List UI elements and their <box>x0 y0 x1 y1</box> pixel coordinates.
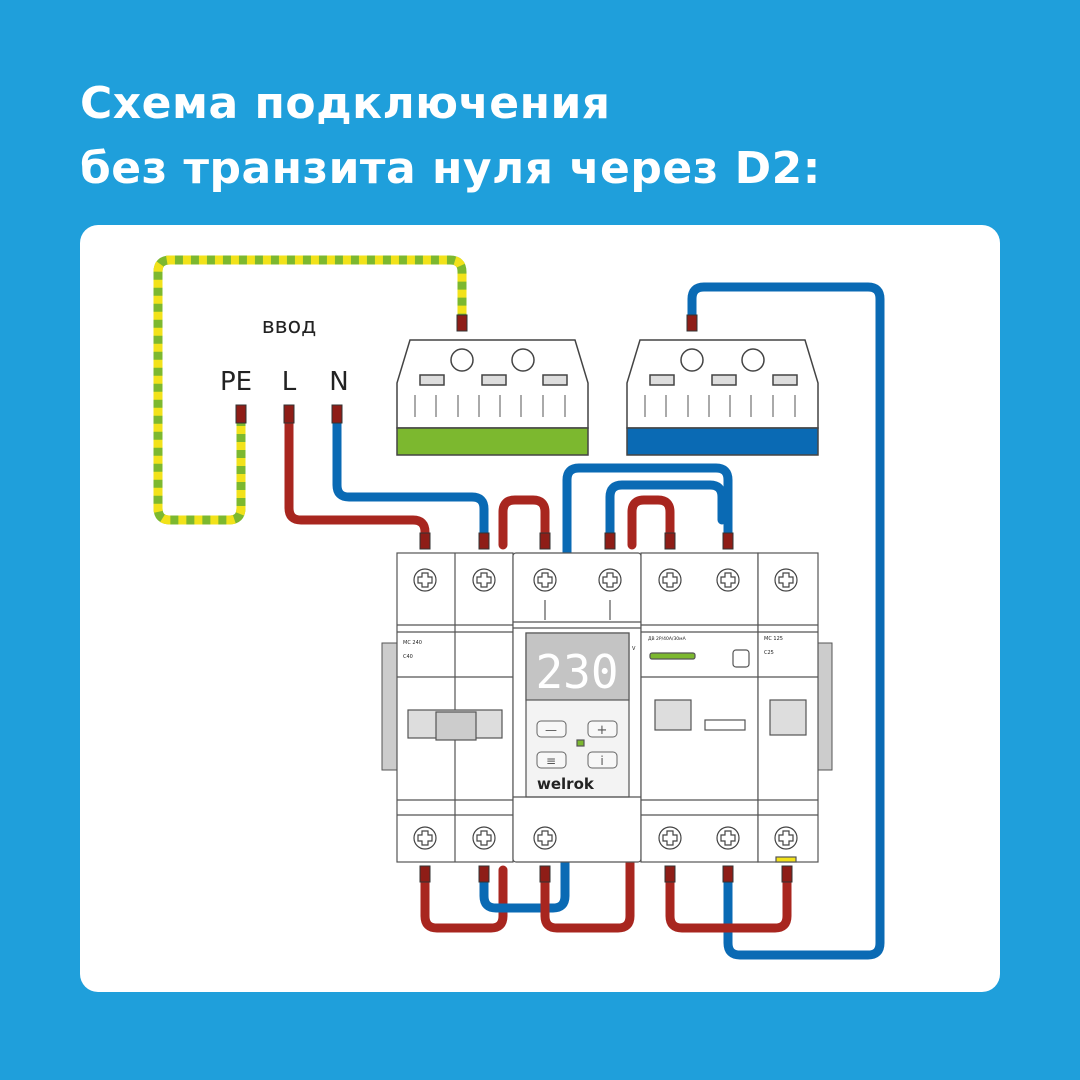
relay-unit: V <box>632 646 636 652</box>
terminal-screw-icon <box>774 826 798 850</box>
title-line-2: без транзита нуля через D2: <box>80 143 821 194</box>
jumper-red-2 <box>627 495 675 550</box>
terminal-screw-icon <box>533 826 557 850</box>
neutral-return <box>687 282 885 960</box>
minus-label: — <box>545 723 557 737</box>
l-label: L <box>282 367 297 397</box>
terminal-screw-icon <box>716 568 740 592</box>
jumper-blue-2 <box>605 480 727 550</box>
neutral-terminal-block <box>626 339 819 456</box>
breaker-left-rating: C40 <box>403 654 413 660</box>
relay-display: 230 <box>535 645 618 699</box>
minus-button[interactable] <box>536 720 567 738</box>
screw-slot-icon <box>720 572 736 588</box>
screw-slot-icon <box>476 830 492 846</box>
terminal-screw-icon <box>658 568 682 592</box>
bottom-blue-1 <box>479 857 570 913</box>
terminal-screw-icon <box>413 826 437 850</box>
bottom-red-3 <box>665 865 792 933</box>
screw-slot-icon <box>662 830 678 846</box>
jumper-blue-1 <box>562 463 733 558</box>
pe-label: PE <box>220 367 252 397</box>
screw-slot-icon <box>417 830 433 846</box>
screw-slot-icon <box>778 572 794 588</box>
n-wire <box>332 405 489 550</box>
terminal-screw-icon <box>533 568 557 592</box>
title-line-1: Схема подключения <box>80 78 611 129</box>
breaker-left-model: МС 240 <box>403 640 422 646</box>
terminal-screw-icon <box>413 568 437 592</box>
screw-slot-icon <box>476 572 492 588</box>
terminal-screw-icon <box>658 826 682 850</box>
breaker-right <box>757 552 819 863</box>
pe-wire-stripes <box>153 255 467 525</box>
breaker-left <box>396 552 514 863</box>
rcd <box>640 552 759 863</box>
rcd-model: ДВ 2Р/40А/30мА <box>648 636 687 642</box>
bottom-red-2 <box>540 857 635 933</box>
info-button[interactable] <box>587 751 618 769</box>
screw-slot-icon <box>537 572 553 588</box>
earth-terminal-block <box>396 339 589 456</box>
screw-slot-icon <box>662 572 678 588</box>
terminal-screw-icon <box>716 826 740 850</box>
terminal-screw-icon <box>472 826 496 850</box>
bottom-red-1 <box>420 865 508 933</box>
plus-button[interactable] <box>587 720 618 738</box>
n-label: N <box>329 367 348 397</box>
menu-label: ≡ <box>546 754 556 768</box>
l-wire <box>284 405 430 550</box>
screw-slot-icon <box>417 572 433 588</box>
plus-label: + <box>597 723 608 738</box>
screw-slot-icon <box>602 572 618 588</box>
din-clip-left <box>381 642 398 771</box>
voltage-relay <box>512 552 642 863</box>
terminal-screw-icon <box>598 568 622 592</box>
screw-slot-icon <box>720 830 736 846</box>
terminal-screw-icon <box>774 568 798 592</box>
jumper-red-1 <box>498 495 550 550</box>
screw-slot-icon <box>537 830 553 846</box>
breaker-right-model: МС 125 <box>764 636 783 642</box>
info-label: i <box>600 754 603 768</box>
input-label: ввод <box>262 314 317 339</box>
relay-buttons <box>536 720 618 769</box>
din-clip-right <box>817 642 833 771</box>
breaker-right-rating: C25 <box>764 650 774 656</box>
screw-slot-icon <box>778 830 794 846</box>
terminal-screw-icon <box>472 568 496 592</box>
brand-logo: welrok <box>537 775 595 793</box>
menu-button[interactable] <box>536 751 567 769</box>
